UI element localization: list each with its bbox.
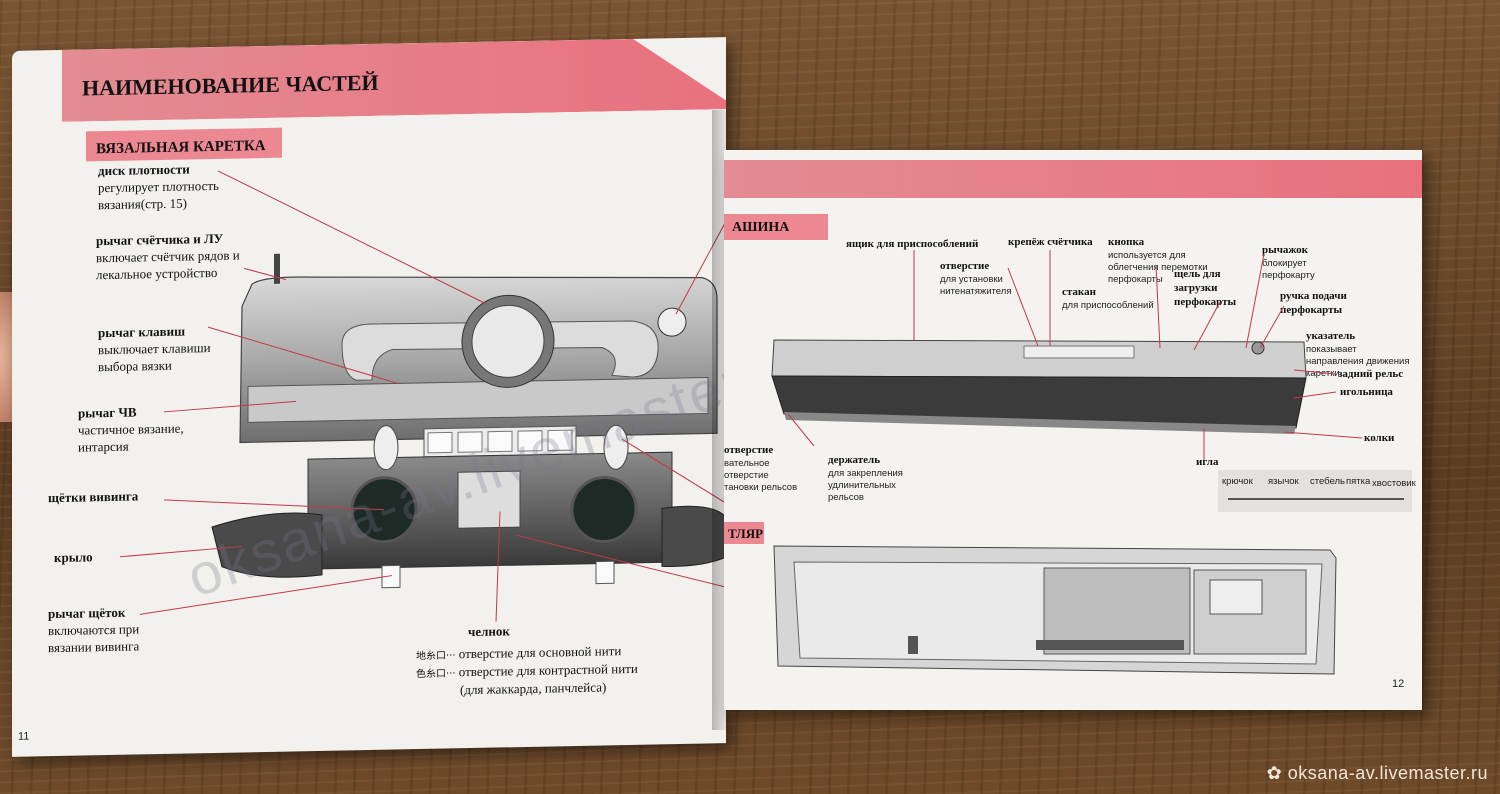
case-section-band: [724, 522, 764, 544]
needle-part-latch: язычок: [1268, 476, 1299, 487]
right-heading-band: [724, 160, 1422, 198]
label-needle-bed: игольница: [1340, 386, 1393, 398]
label-needle: игла: [1196, 456, 1219, 468]
left-page: НАИМЕНОВАНИЕ ЧАСТЕЙ ВЯЗАЛЬНАЯ КАРЕТКА ди…: [12, 37, 726, 757]
case-section-title: ТЛЯР: [728, 526, 764, 541]
needle-shape: [1228, 498, 1404, 500]
machine-section-band: [724, 214, 828, 240]
needle-part-hook: крючок: [1222, 476, 1253, 487]
label-counter-mount: крепёж счётчика: [1008, 236, 1093, 248]
watermark-footer: ✿ oksana-av.livemaster.ru: [1266, 763, 1488, 783]
label-feed-handle: ручка подачи перфокарты: [1280, 290, 1347, 316]
label-card-slot: щель для загрузки перфокарты: [1174, 268, 1237, 308]
page-number-right: 12: [1392, 678, 1405, 690]
label-rear-rail: задний рельс: [1338, 368, 1404, 380]
machine-section-title: АШИНА: [732, 220, 790, 235]
carriage-illustration: [119, 170, 726, 622]
needle-part-tail: хвостовик: [1372, 478, 1416, 489]
label-box: ящик для приспособлений: [846, 238, 979, 250]
needle-part-butt: пятка: [1346, 476, 1371, 487]
needle-part-stem: стебель: [1310, 476, 1345, 487]
machine-illustrations: [771, 250, 1363, 675]
label-pegs: колки: [1364, 432, 1395, 444]
needle-diagram: крючок язычок стебель пятка хвостовик: [1218, 470, 1416, 512]
right-page: АШИНА ТЛЯР ящик для приспособлений крепё…: [724, 150, 1422, 710]
